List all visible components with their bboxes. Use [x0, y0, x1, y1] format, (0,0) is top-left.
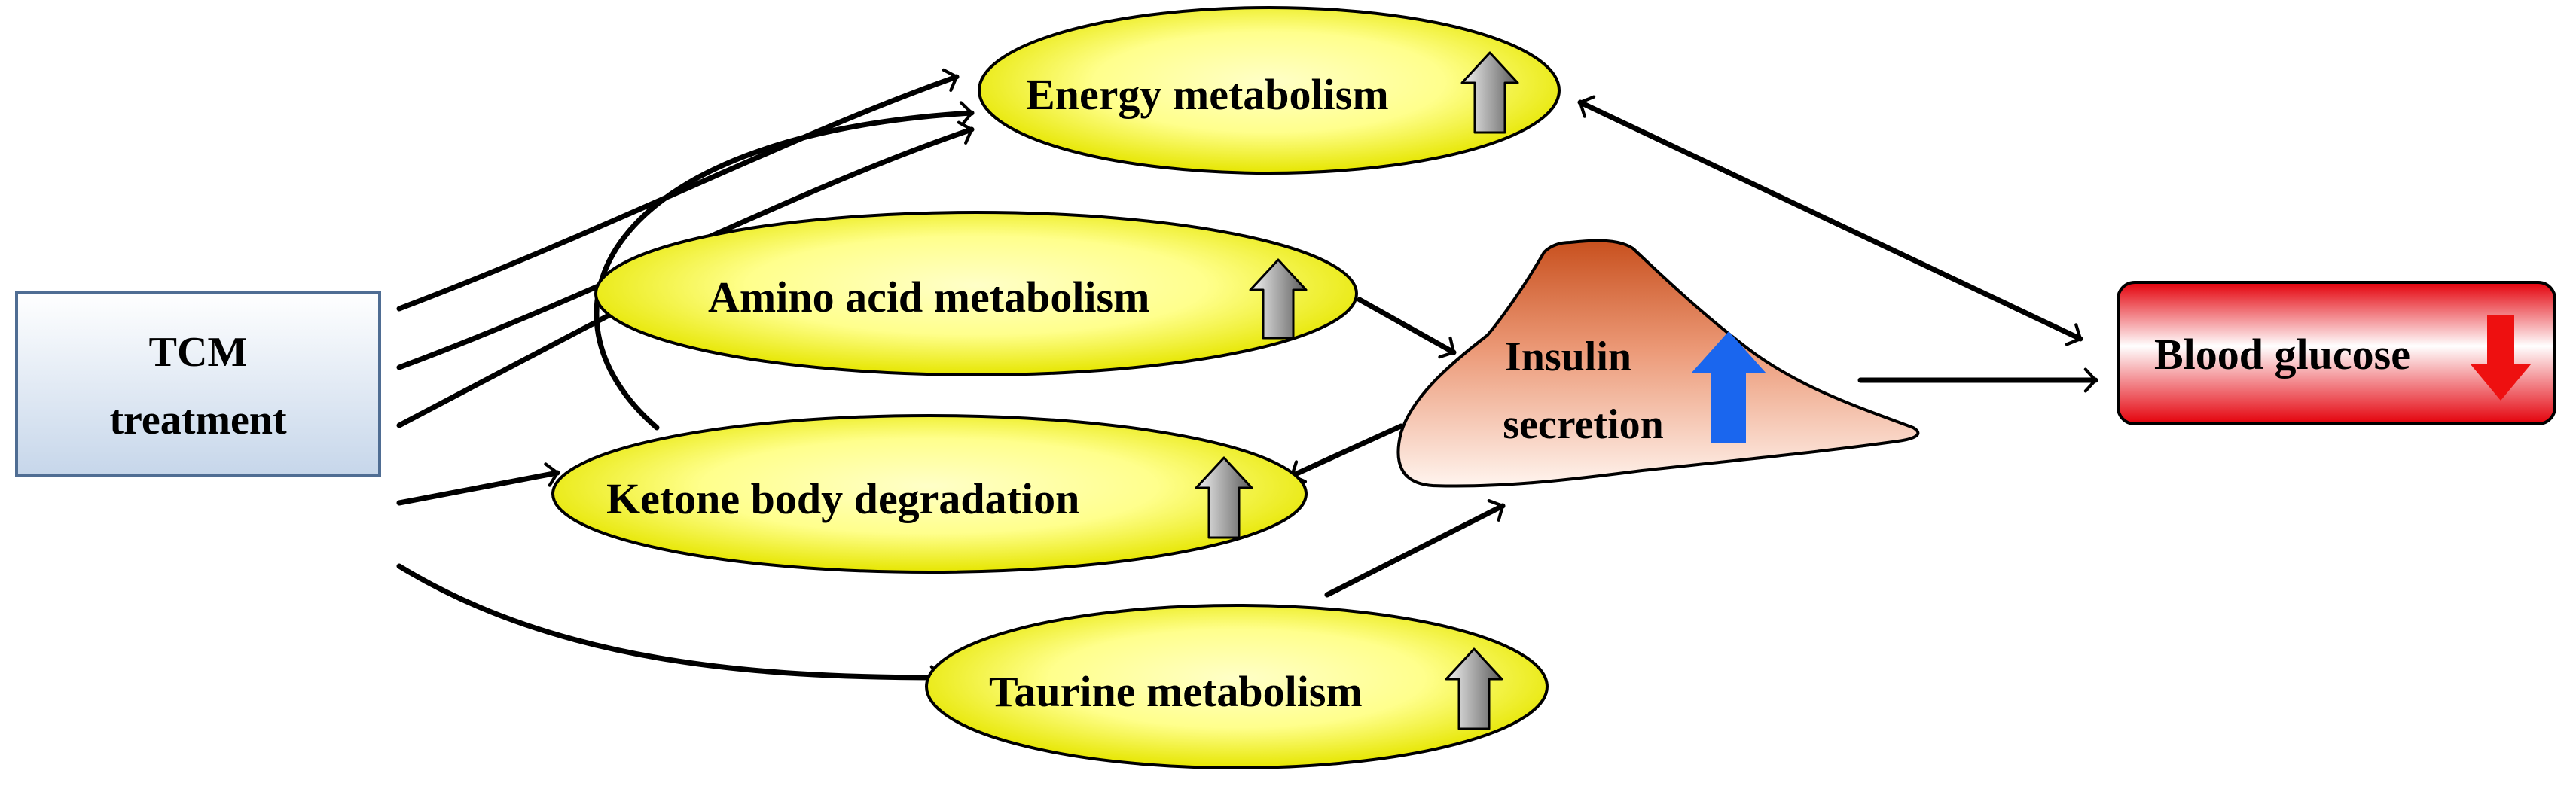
pancreas-shape — [1396, 239, 1920, 488]
blood-glucose-label: Blood glucose — [2154, 330, 2410, 379]
energy-ellipse — [978, 6, 1561, 175]
up-arrow-icon — [1445, 647, 1503, 730]
arrow-tcm-to-ketone — [396, 462, 560, 506]
arrow-ketone-to-energy — [594, 101, 975, 431]
amino-ellipse — [594, 211, 1358, 376]
energy-metabolism-node: Energy metabolism — [978, 6, 1561, 175]
blue-up-arrow-icon — [1691, 331, 1766, 443]
insulin-secretion-node: Insulin secretion — [1396, 239, 1920, 488]
arrow-insulin-to-ketone — [1289, 423, 1404, 483]
up-arrow-icon — [1460, 51, 1519, 134]
tcm-label-line1: TCM — [149, 329, 248, 376]
up-arrow-icon — [1249, 258, 1308, 340]
up-arrow-icon — [1195, 456, 1253, 539]
red-down-arrow-icon — [2471, 315, 2531, 401]
ketone-label: Ketone body degradation — [606, 474, 1079, 523]
blood-glucose-node: Blood glucose — [2117, 281, 2556, 425]
tcm-treatment-box — [15, 291, 381, 477]
ketone-ellipse — [551, 414, 1308, 574]
taurine-label: Taurine metabolism — [989, 667, 1363, 716]
arrow-tcm-to-energy — [396, 68, 960, 312]
blood-glucose-box — [2117, 281, 2556, 425]
taurine-ellipse — [925, 604, 1549, 769]
connectors — [396, 68, 2098, 690]
tcm-label-line2: treatment — [109, 397, 287, 443]
energy-label: Energy metabolism — [1026, 70, 1389, 119]
tcm-treatment-node: TCM treatment — [15, 291, 381, 477]
taurine-metabolism-node: Taurine metabolism — [925, 604, 1549, 769]
arrow-amino-to-insulin — [1357, 297, 1457, 359]
arrow-taurine-to-insulin — [1324, 499, 1506, 598]
amino-label: Amino acid metabolism — [708, 273, 1149, 321]
arrow-energy-glucose-bidirectional — [1577, 95, 2083, 346]
insulin-label-line2: secretion — [1503, 401, 1664, 448]
arrow-tcm-to-taurine — [396, 563, 945, 690]
ketone-body-degradation-node: Ketone body degradation — [551, 414, 1308, 574]
insulin-label-line1: Insulin — [1505, 334, 1631, 380]
amino-acid-metabolism-node: Amino acid metabolism — [594, 211, 1358, 376]
